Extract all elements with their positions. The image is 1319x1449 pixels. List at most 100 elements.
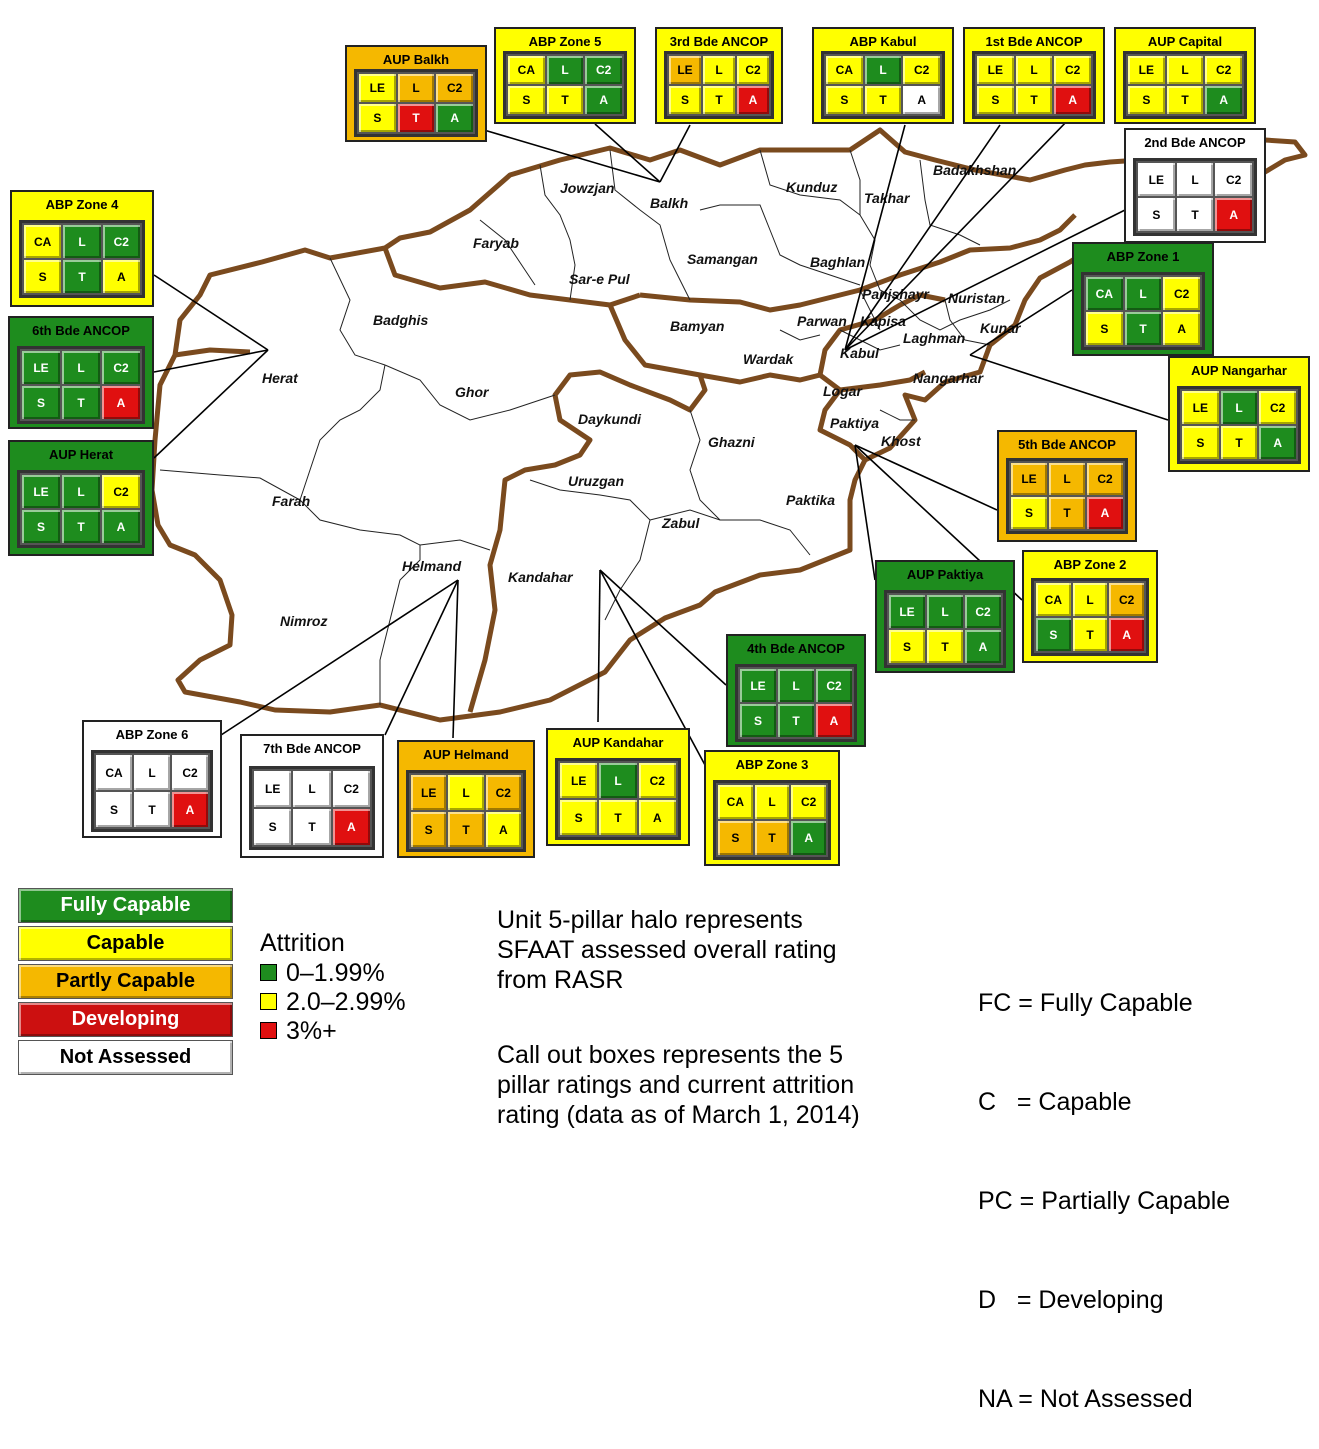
pillar-cell: T — [62, 510, 100, 543]
province-label: Wardak — [743, 351, 795, 367]
halo-note: Unit 5-pillar halo represents SFAAT asse… — [497, 905, 837, 995]
unit-callout-aup-capital: AUP Capital LE L C2 S T A — [1114, 27, 1256, 124]
pillar-cell: A — [102, 386, 140, 419]
province-label: Baghlan — [810, 254, 865, 270]
pillar-cell: S — [718, 821, 753, 855]
afghanistan-map: Jowzjan Balkh Kunduz Takhar Badakhshan F… — [149, 117, 1308, 766]
province-label: Paktiya — [830, 415, 879, 431]
note-line: from RASR — [497, 966, 624, 994]
province-label: Nuristan — [948, 290, 1005, 306]
unit-title: ABP Zone 6 — [115, 727, 189, 742]
province-label: Badakhshan — [933, 162, 1016, 178]
pillar-cell: A — [1087, 497, 1123, 529]
pillar-cell: C2 — [903, 56, 940, 84]
pillar-cell: S — [1011, 497, 1047, 529]
pillar-grid: LE L C2 S T A — [1123, 51, 1247, 119]
pillar-cell: A — [1259, 426, 1296, 459]
unit-title: 6th Bde ANCOP — [32, 323, 130, 338]
unit-callout-abp-zone-3: ABP Zone 3 CA L C2 S T A — [704, 750, 840, 866]
pillar-grid: CA L C2 S T A — [19, 220, 145, 298]
unit-callout-aup-balkh: AUP Balkh LE L C2 S T A — [345, 45, 487, 142]
legend-fully-capable: Fully Capable — [18, 888, 233, 923]
abbreviation-line: D = Developing — [978, 1286, 1164, 1314]
pillar-grid: LE L C2 S T A — [249, 766, 375, 850]
unit-callout-aup-herat: AUP Herat LE L C2 S T A — [8, 440, 154, 556]
pillar-cell: C2 — [965, 595, 1001, 628]
pillar-cell: T — [397, 104, 435, 132]
unit-callout-abp-zone-1: ABP Zone 1 CA L C2 S T A — [1072, 242, 1214, 356]
pillar-cell: S — [411, 812, 447, 847]
abbreviation-list: FC = Fully Capable C = Capable PC = Part… — [978, 921, 1230, 1449]
pillar-cell: S — [24, 260, 62, 293]
pillar-cell: A — [102, 510, 140, 543]
pillar-cell: LE — [1128, 56, 1165, 84]
pillar-cell: A — [791, 821, 826, 855]
attrition-item: 3%+ — [260, 1016, 406, 1045]
pillar-cell: C2 — [585, 56, 622, 84]
pillar-cell: L — [63, 225, 101, 258]
pillar-grid: CA L C2 S T A — [821, 51, 945, 119]
unit-title: 1st Bde ANCOP — [985, 34, 1083, 49]
pillar-cell: S — [254, 809, 292, 845]
unit-title: 3rd Bde ANCOP — [669, 34, 769, 49]
attrition-swatch — [260, 964, 277, 981]
country-outline — [149, 127, 1308, 723]
pillar-grid: LE L C2 S T A — [735, 664, 857, 742]
pillar-cell: CA — [1036, 583, 1071, 616]
pillar-cell: S — [826, 86, 863, 114]
pillar-cell: T — [864, 86, 902, 114]
pillar-cell: L — [1176, 163, 1214, 196]
pillar-cell: S — [889, 630, 925, 663]
pillar-cell: T — [1176, 198, 1214, 231]
pillar-grid: CA L C2 S T A — [713, 780, 831, 860]
pillar-cell: S — [669, 86, 701, 114]
pillar-cell: S — [1138, 198, 1175, 231]
pillar-cell: LE — [560, 763, 598, 798]
unit-callout-3rd-bde-ancop: 3rd Bde ANCOP LE L C2 S T A — [655, 27, 783, 124]
pillar-cell: S — [22, 386, 60, 419]
pillar-cell: S — [1086, 312, 1123, 345]
pillar-cell: C2 — [485, 775, 521, 810]
unit-title: 7th Bde ANCOP — [263, 741, 361, 756]
pillar-cell: LE — [1011, 463, 1047, 495]
pillar-cell: T — [134, 792, 170, 827]
pillar-cell: S — [1036, 618, 1071, 651]
pillar-cell: T — [1220, 426, 1258, 459]
unit-callout-6th-bde-ancop: 6th Bde ANCOP LE L C2 S T A — [8, 316, 154, 429]
province-label: Kandahar — [508, 569, 574, 585]
unit-title: AUP Herat — [48, 447, 114, 462]
pillar-grid: LE L C2 S T A — [17, 346, 145, 424]
pillar-cell: LE — [669, 56, 701, 84]
pillar-cell: S — [740, 704, 776, 737]
province-label: Khost — [881, 433, 922, 449]
pillar-cell: A — [816, 704, 852, 737]
pillar-cell: A — [1205, 86, 1242, 114]
pillar-cell: L — [134, 755, 170, 790]
legend-capable: Capable — [18, 926, 233, 961]
pillar-cell: L — [1015, 56, 1053, 84]
unit-title: AUP Nangarhar — [1191, 363, 1287, 378]
pillar-grid: LE L C2 S T A — [406, 770, 526, 852]
province-label: Kunar — [980, 320, 1022, 336]
pillar-grid: LE L C2 S T A — [1006, 458, 1128, 534]
unit-callout-abp-zone-2: ABP Zone 2 CA L C2 S T A — [1022, 550, 1158, 663]
unit-callout-abp-kabul: ABP Kabul CA L C2 S T A — [812, 27, 954, 124]
pillar-cell: C2 — [436, 74, 473, 102]
legend-partly-capable: Partly Capable — [18, 964, 233, 999]
pillar-cell: L — [1220, 391, 1258, 424]
pillar-cell: C2 — [102, 475, 140, 508]
unit-callout-abp-zone-6: ABP Zone 6 CA L C2 S T A — [82, 720, 222, 838]
pillar-cell: C2 — [332, 771, 370, 807]
legend-not-assessed: Not Assessed — [18, 1040, 233, 1075]
province-label: Paktika — [786, 492, 835, 508]
province-label: Samangan — [687, 251, 758, 267]
pillar-grid: LE L C2 S T A — [354, 69, 478, 137]
unit-callout-1st-bde-ancop: 1st Bde ANCOP LE L C2 S T A — [963, 27, 1105, 124]
pillar-cell: S — [96, 792, 132, 827]
pillar-cell: C2 — [1087, 463, 1123, 495]
pillar-cell: LE — [1182, 391, 1219, 424]
pillar-cell: A — [485, 812, 521, 847]
pillar-cell: A — [737, 86, 769, 114]
pillar-cell: L — [546, 56, 584, 84]
unit-title: ABP Zone 4 — [45, 197, 119, 212]
